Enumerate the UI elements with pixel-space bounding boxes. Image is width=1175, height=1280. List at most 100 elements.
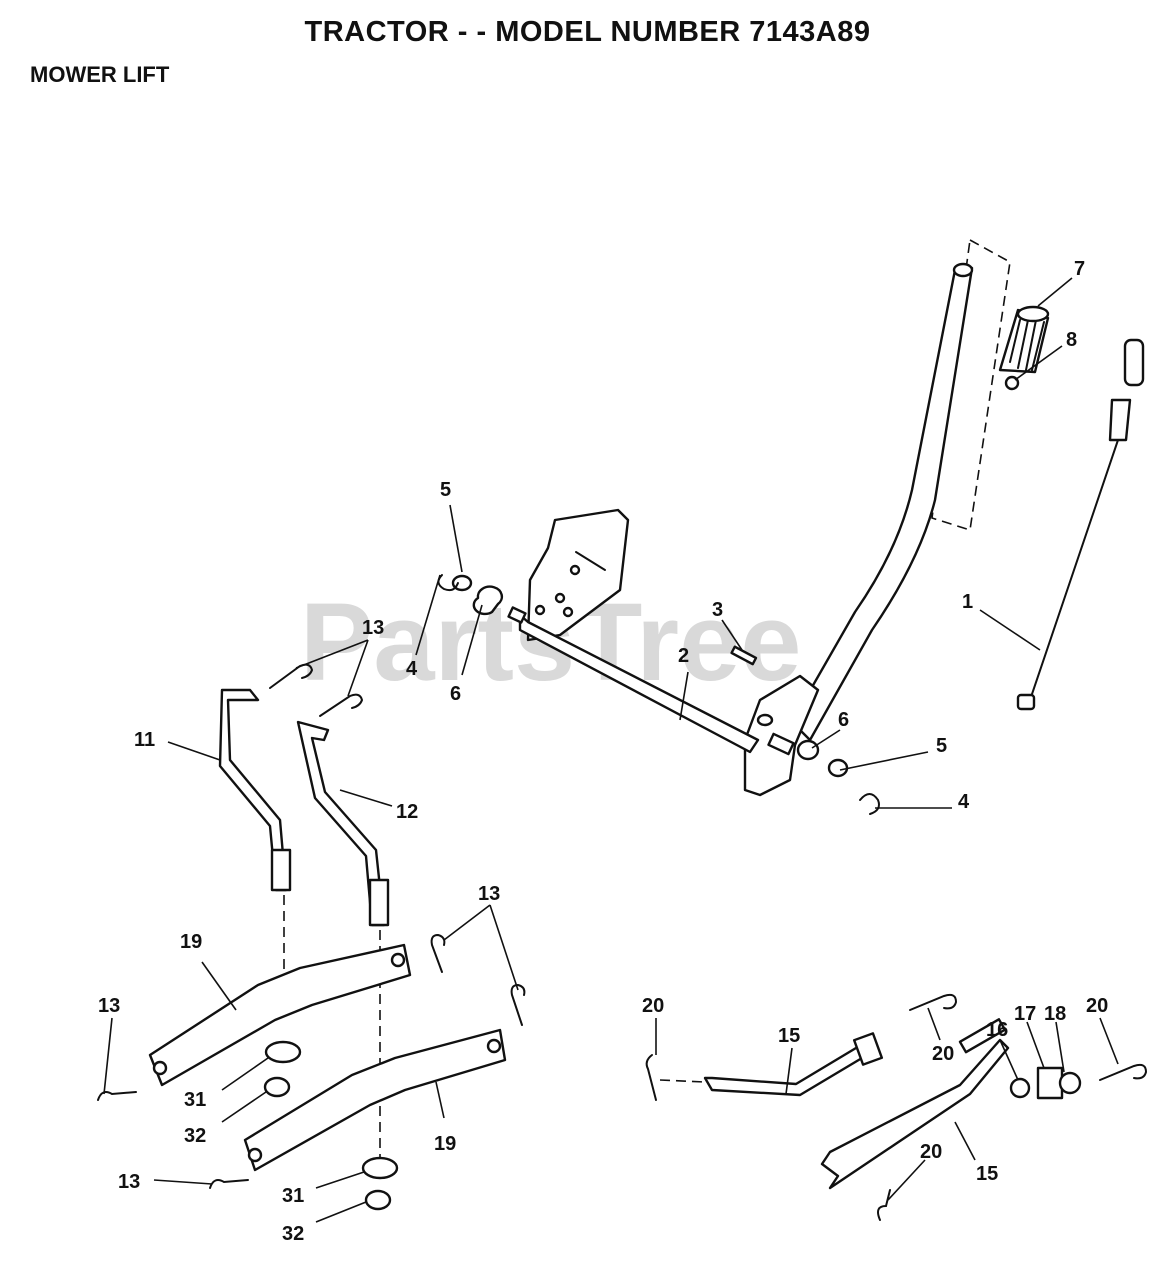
leader-line: [201, 961, 237, 1011]
leader-line: [315, 1171, 365, 1189]
hairpin-clip: [209, 1179, 249, 1189]
arm-hole: [152, 1060, 168, 1076]
leader-line: [887, 1159, 926, 1201]
cable-spring: [1108, 398, 1132, 442]
callout-32: 32: [184, 1125, 206, 1147]
lift-arm-upper: [148, 943, 412, 1087]
callout-18: 18: [1044, 1003, 1066, 1025]
lever-bracket: [743, 674, 820, 797]
callout-17: 17: [1014, 1003, 1036, 1025]
callout-3: 3: [712, 599, 723, 621]
leader-line: [153, 1179, 213, 1185]
callout-13: 13: [118, 1171, 140, 1193]
key: [730, 645, 758, 666]
hairpin-clip: [430, 933, 446, 973]
lift-arm-lower: [243, 1028, 507, 1172]
callout-1: 1: [962, 591, 973, 613]
washer: [451, 574, 473, 592]
callout-32: 32: [282, 1223, 304, 1245]
cable-end: [1016, 693, 1036, 711]
callout-4: 4: [958, 791, 970, 813]
callout-2: 2: [678, 645, 689, 667]
callout-5: 5: [440, 479, 451, 501]
deck-link-rod-upper: [703, 1044, 868, 1097]
plate-hole: [554, 592, 566, 604]
washer: [827, 758, 849, 778]
callout-6: 6: [450, 683, 461, 705]
hitch-pin-clip: [909, 993, 958, 1011]
callout-15: 15: [976, 1163, 998, 1185]
leader-line: [979, 609, 1041, 651]
cable-rod: [1029, 439, 1119, 701]
grip-end: [1016, 305, 1050, 323]
handle-end-cap: [952, 262, 974, 278]
callout-11: 11: [134, 729, 155, 751]
threaded-end: [368, 878, 390, 927]
callout-12: 12: [396, 801, 418, 823]
leader-line: [999, 1039, 1019, 1081]
lift-handle: [790, 264, 974, 742]
leader-line: [103, 1017, 113, 1095]
hitch-pin-clip: [877, 1189, 891, 1221]
leader-line: [1014, 345, 1063, 381]
callout-5: 5: [936, 735, 947, 757]
leader-line: [839, 751, 929, 771]
plate-hole: [569, 564, 581, 576]
callout-13: 13: [98, 995, 120, 1017]
hitch-pin-clip: [645, 1054, 657, 1101]
leader-line: [811, 729, 841, 749]
arm-hole: [247, 1147, 263, 1163]
leader-line: [721, 619, 743, 651]
plate-slot: [575, 551, 606, 571]
leader-line: [449, 504, 463, 573]
hairpin-clip: [510, 983, 526, 1026]
cable-knob: [1123, 338, 1145, 387]
rod-block: [852, 1032, 884, 1066]
callout-19: 19: [434, 1133, 456, 1155]
deck-link-rod-lower: [820, 1038, 1010, 1190]
grip-ribs: [1009, 319, 1045, 371]
leader-line: [167, 741, 221, 761]
hidden-line: [659, 1079, 706, 1083]
leader-line: [927, 1007, 941, 1041]
shaft-end-stub: [507, 606, 527, 624]
callout-13: 13: [478, 883, 500, 905]
washer: [1009, 1077, 1031, 1099]
lift-link-left: [218, 688, 288, 892]
lift-shaft: [518, 613, 760, 754]
threaded-end: [270, 848, 292, 892]
leader-line: [785, 1047, 793, 1095]
callout-4: 4: [406, 658, 418, 680]
hairpin-clip: [319, 693, 364, 717]
callout-20: 20: [642, 995, 664, 1017]
page-title: TRACTOR - - MODEL NUMBER 7143A89: [304, 16, 871, 48]
leader-line: [415, 574, 441, 656]
ferrule: [1058, 1071, 1082, 1095]
callout-20: 20: [1086, 995, 1108, 1017]
threaded-end: [958, 1018, 1007, 1054]
leader-line: [1026, 1021, 1045, 1069]
callout-19: 19: [180, 931, 202, 953]
adjustment-block: [1036, 1066, 1064, 1100]
leader-line: [221, 1057, 269, 1091]
arm-hole: [486, 1038, 502, 1054]
callout-20: 20: [932, 1043, 954, 1065]
leader-line: [679, 671, 689, 721]
leader-line: [461, 604, 483, 676]
leader-line: [295, 639, 369, 697]
leader-line: [315, 1201, 367, 1223]
leader-line: [1099, 1017, 1119, 1065]
callout-31: 31: [184, 1089, 206, 1111]
spacer: [361, 1156, 399, 1180]
leader-line: [443, 904, 519, 991]
callout-6: 6: [838, 709, 849, 731]
bracket-hole: [756, 713, 774, 727]
callout-31: 31: [282, 1185, 304, 1207]
callout-16: 16: [986, 1019, 1008, 1041]
bushing: [796, 739, 820, 761]
plate-hole: [562, 606, 574, 618]
leader-line: [339, 789, 393, 807]
leader-line: [221, 1091, 267, 1123]
nut: [364, 1189, 392, 1211]
